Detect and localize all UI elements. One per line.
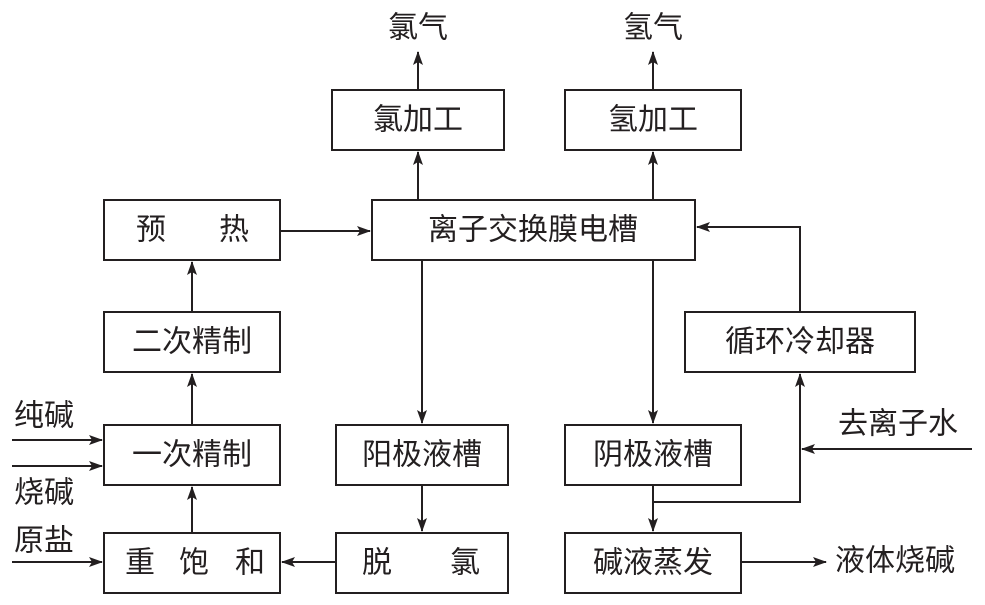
- box-chlorine-processing-label: 氯加工: [373, 103, 463, 138]
- box-anolyte-tank: 阳极液槽: [335, 424, 509, 486]
- box-caustic-evaporation: 碱液蒸发: [564, 532, 742, 594]
- box-catholyte-tank: 阴极液槽: [564, 424, 742, 486]
- box-preheat-label-2: 热: [219, 213, 249, 248]
- arrow-catholyte-tank-to-circulation-cooler: [653, 373, 805, 503]
- box-primary-refining: 一次精制: [103, 424, 281, 486]
- label-hydrogen-gas: 氢气: [623, 11, 683, 46]
- box-chlorine-processing: 氯加工: [331, 89, 505, 151]
- box-preheat: 预 热: [103, 199, 281, 261]
- label-liquid-caustic-soda: 液体烧碱: [835, 544, 955, 579]
- box-dechlorination-label-2: 氯: [450, 546, 480, 581]
- label-caustic-soda: 烧碱: [14, 476, 74, 511]
- box-resaturation-label-2: 饱: [179, 546, 209, 581]
- box-hydrogen-processing: 氢加工: [564, 89, 742, 151]
- box-resaturation: 重 饱 和: [103, 532, 281, 594]
- label-chlorine-gas: 氯气: [388, 11, 448, 46]
- label-raw-salt: 原盐: [14, 524, 74, 559]
- box-dechlorination-label-1: 脱: [362, 546, 392, 581]
- box-caustic-evaporation-label: 碱液蒸发: [593, 546, 713, 581]
- box-circulation-cooler: 循环冷却器: [684, 311, 916, 373]
- box-preheat-label-1: 预: [136, 213, 166, 248]
- box-dechlorination: 脱 氯: [335, 532, 509, 594]
- box-resaturation-label-3: 和: [235, 546, 265, 581]
- box-electrolyzer: 离子交换膜电槽: [371, 199, 696, 261]
- label-deionized-water: 去离子水: [838, 407, 958, 442]
- box-resaturation-label-1: 重: [125, 546, 155, 581]
- box-catholyte-tank-label: 阴极液槽: [593, 438, 713, 473]
- box-primary-refining-label: 一次精制: [132, 438, 252, 473]
- arrow-circulation-cooler-to-electrolyzer: [696, 222, 801, 312]
- box-circulation-cooler-label: 循环冷却器: [725, 325, 875, 360]
- box-hydrogen-processing-label: 氢加工: [608, 103, 698, 138]
- box-anolyte-tank-label: 阳极液槽: [362, 438, 482, 473]
- box-electrolyzer-label: 离子交换膜电槽: [428, 213, 638, 248]
- label-soda-ash: 纯碱: [14, 399, 74, 434]
- box-secondary-refining-label: 二次精制: [132, 325, 252, 360]
- box-secondary-refining: 二次精制: [103, 311, 281, 373]
